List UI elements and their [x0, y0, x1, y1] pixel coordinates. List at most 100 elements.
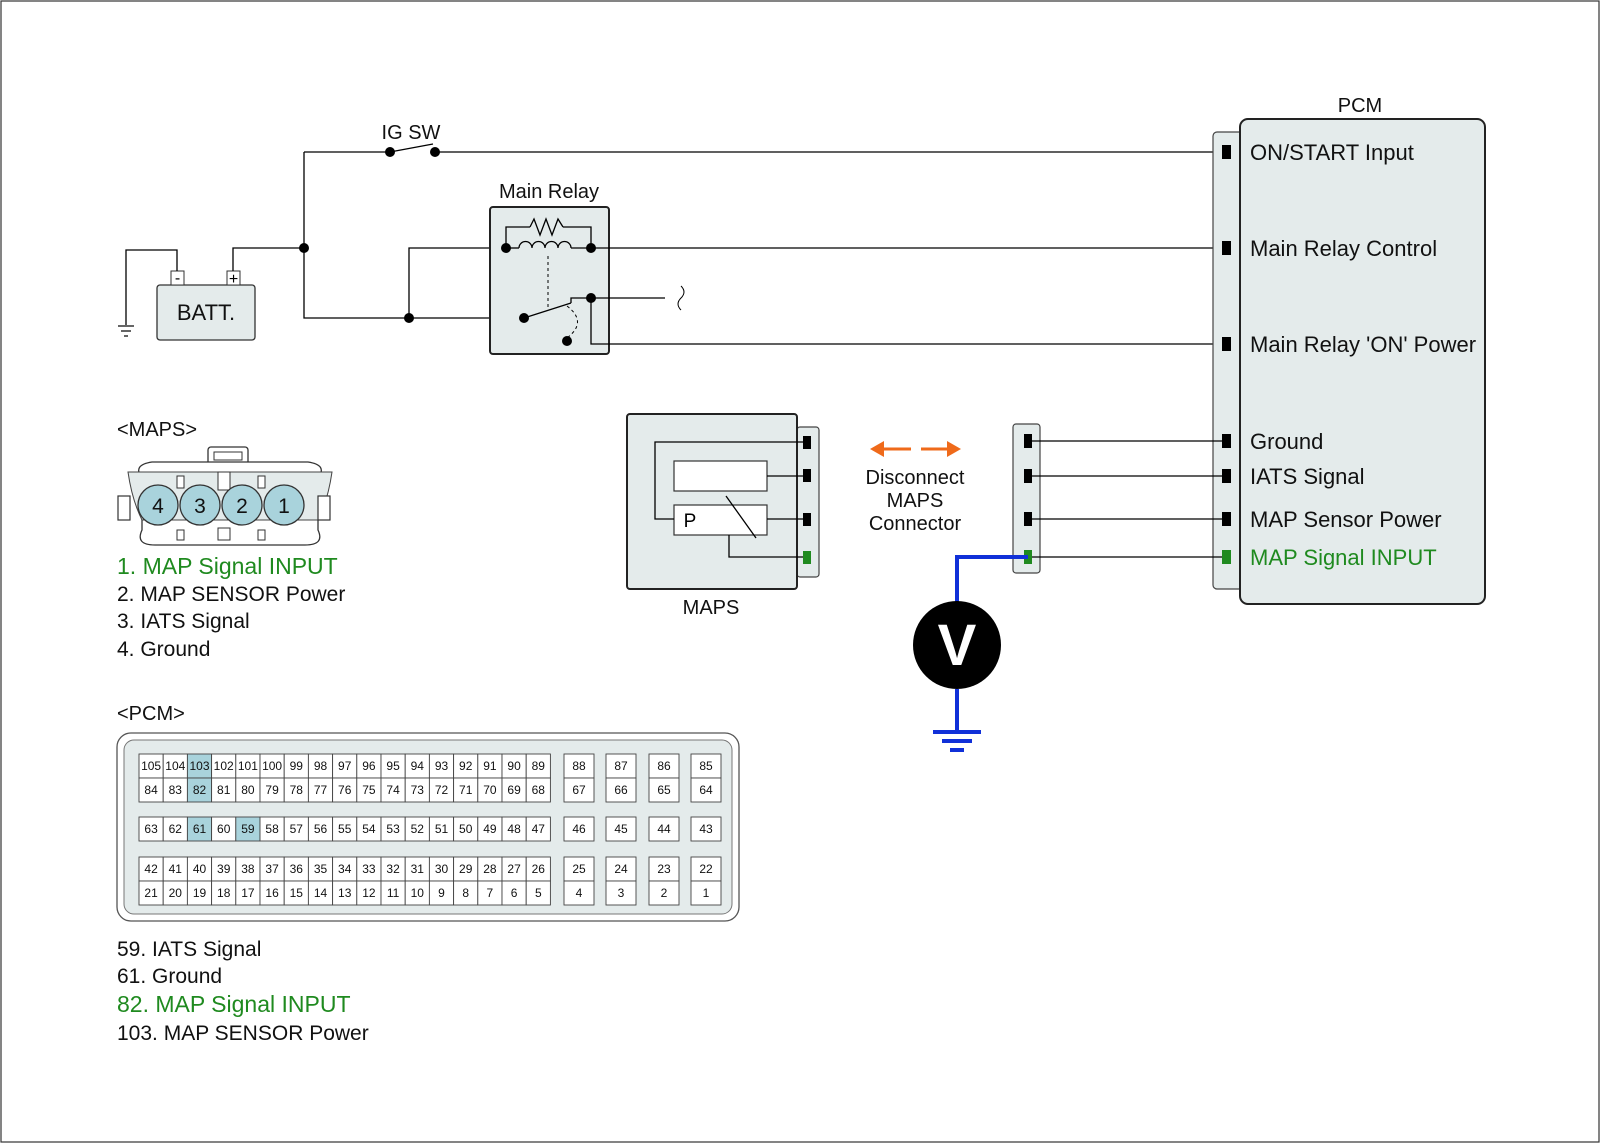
- pcm-connector-pin: [307, 777, 334, 803]
- pcm-connector-pin-number: 34: [338, 862, 352, 876]
- pcm-terminal-pin: [1222, 241, 1231, 255]
- pcm-connector-pin-number: 85: [699, 759, 713, 773]
- disconnect-label-line-2: MAPS: [887, 490, 944, 512]
- pcm-connector-pin-number: 67: [572, 783, 586, 797]
- pcm-connector-pin: [356, 816, 382, 842]
- pcm-connector-pin-number: 99: [290, 759, 304, 773]
- pcm-connector-pin: [186, 880, 213, 906]
- pcm-connector-pin-number: 92: [459, 759, 473, 773]
- pcm-connector-pin: [332, 856, 358, 882]
- pcm-connector-pin-number: 38: [241, 862, 255, 876]
- pcm-connector-pin: [563, 816, 595, 842]
- pcm-connector-pin: [501, 816, 527, 842]
- pcm-connector-pin: [690, 856, 722, 882]
- pcm-connector-pin: [563, 856, 595, 882]
- pcm-connector-pin-number: 47: [532, 822, 546, 836]
- pcm-connector-pin: [605, 880, 637, 906]
- pcm-connector-pin: [404, 856, 430, 882]
- pcm-connector-pin-number: 14: [314, 886, 328, 900]
- pcm-connector-pin: [404, 816, 430, 842]
- pcm-connector-pin-number: 8: [462, 886, 469, 900]
- pcm-connector-pin-number: 93: [435, 759, 449, 773]
- pcm-connector-pin: [307, 753, 334, 779]
- battery-ground-icon: [118, 325, 134, 337]
- pcm-connector-pin: [380, 777, 406, 803]
- pcm-connector-pin: [453, 816, 479, 842]
- pcm-legend-item: 61. Ground: [117, 965, 222, 988]
- pcm-connector-pin: [186, 816, 213, 842]
- ig-sw-blade: [389, 143, 434, 153]
- pcm-connector-pin: [648, 856, 680, 882]
- pcm-connector-pin-number: 63: [144, 822, 158, 836]
- pcm-connector-pin: [259, 880, 285, 906]
- pcm-connector-pin-number: 59: [241, 822, 255, 836]
- pcm-connector-pin-number: 54: [362, 822, 376, 836]
- pcm-connector-pin-number: 70: [483, 783, 497, 797]
- pcm-connector-pin-number: 15: [290, 886, 304, 900]
- relay-terminal-dot: [501, 243, 511, 253]
- pcm-connector-pin: [235, 777, 261, 803]
- pcm-connector-pin-number: 74: [386, 783, 400, 797]
- pcm-connector-pin: [211, 816, 237, 842]
- pcm-connector-pin-number: 24: [614, 862, 628, 876]
- pcm-connector-pin: [283, 816, 309, 842]
- pcm-connector-pin: [563, 777, 595, 803]
- pcm-connector-pin-number: 46: [572, 822, 586, 836]
- pcm-connector-pin-number: 1: [703, 886, 710, 900]
- pcm-connector-pin: [259, 753, 285, 779]
- pcm-connector-pin-number: 36: [290, 862, 304, 876]
- battery-positive-wire: [232, 247, 304, 271]
- maps-sensor-box: [626, 413, 798, 590]
- pcm-connector-pin-number: 100: [262, 759, 282, 773]
- disconnect-label-line-3: Connector: [869, 513, 962, 535]
- pcm-connector-pin: [138, 777, 164, 803]
- pcm-connector-pin-number: 60: [217, 822, 231, 836]
- pcm-connector-pin-number: 56: [314, 822, 328, 836]
- pcm-connector-pin: [453, 880, 479, 906]
- pcm-connector-pin-number: 45: [614, 822, 628, 836]
- pcm-connector-pin-number: 62: [169, 822, 183, 836]
- pcm-connector-pin-number: 25: [572, 862, 586, 876]
- pcm-terminal-label: ON/START Input: [1250, 140, 1414, 165]
- battery-label: BATT.: [177, 300, 235, 325]
- pcm-connector-pin-number: 49: [483, 822, 497, 836]
- voltmeter-icon: [913, 601, 1001, 689]
- harness-pin: [1024, 512, 1032, 526]
- pcm-connector-pin: [563, 880, 595, 906]
- pcm-connector-pin-number: 13: [338, 886, 352, 900]
- maps-legend-item: 4. Ground: [117, 638, 210, 661]
- main-relay-label: Main Relay: [499, 181, 599, 203]
- pcm-connector-pin-number: 89: [532, 759, 546, 773]
- pcm-connector-pin: [648, 816, 680, 842]
- pcm-connector-pin: [690, 816, 722, 842]
- pcm-terminal-pin: [1222, 469, 1231, 483]
- harness-pin: [1024, 434, 1032, 448]
- pcm-connector-pin: [428, 880, 455, 906]
- pcm-connector-pin: [428, 777, 455, 803]
- pcm-connector-pin: [332, 816, 358, 842]
- pcm-connector-pin: [477, 816, 503, 842]
- pcm-connector-pin-number: 50: [459, 822, 473, 836]
- pcm-title: PCM: [1338, 95, 1382, 117]
- pcm-connector-pin: [235, 753, 261, 779]
- maps-sensor-label: MAPS: [683, 597, 740, 619]
- pcm-connector-pin: [211, 880, 237, 906]
- pcm-connector-pin-number: 51: [435, 822, 449, 836]
- pcm-connector-pin-number: 95: [386, 759, 400, 773]
- pcm-connector-pin-number: 26: [532, 862, 546, 876]
- maps-internal-wire: [728, 535, 807, 558]
- maps-connector-pin-number: 4: [152, 495, 164, 518]
- pcm-connector-pin-number: 80: [241, 783, 255, 797]
- pcm-connector-pin-number: 72: [435, 783, 449, 797]
- pcm-connector-pin-number: 42: [144, 862, 158, 876]
- pcm-connector-pin-number: 18: [217, 886, 231, 900]
- pcm-connector-pin: [283, 880, 309, 906]
- maps-legend-item: 1. MAP Signal INPUT: [117, 553, 338, 579]
- voltmeter-symbol: V: [938, 613, 977, 678]
- battery-plus-label: +: [229, 271, 238, 288]
- pcm-connector-pin-number: 48: [507, 822, 521, 836]
- pcm-connector-pin-number: 102: [214, 759, 234, 773]
- pcm-connector-title: <PCM>: [117, 703, 185, 725]
